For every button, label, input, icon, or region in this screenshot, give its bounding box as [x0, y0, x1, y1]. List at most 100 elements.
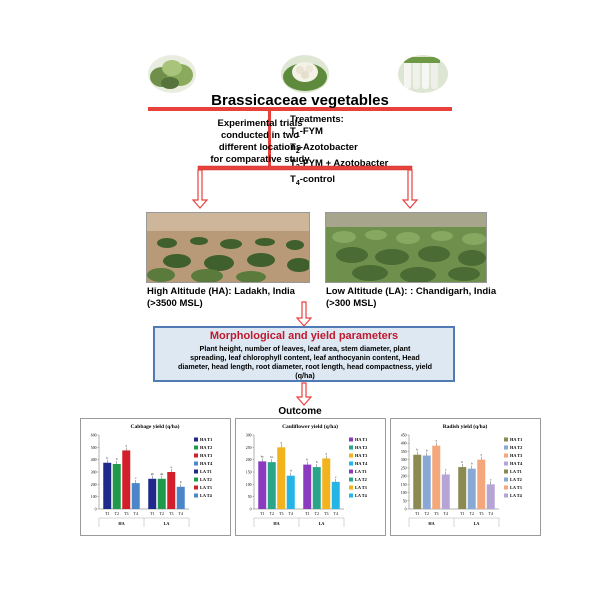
significance-letter: d: [290, 469, 292, 473]
y-tick-label: 300: [246, 434, 252, 438]
significance-letter: c: [135, 476, 137, 480]
significance-letter: ab: [151, 472, 154, 476]
high-altitude-field-image: [147, 213, 309, 282]
legend-label: HA T1: [510, 437, 522, 442]
legend-label: LA T2: [355, 477, 367, 482]
bar: [458, 467, 467, 509]
vertical-divider: [268, 111, 271, 166]
category-label: T3: [324, 511, 328, 516]
bar: [467, 468, 476, 509]
y-tick-label: 200: [246, 458, 252, 462]
category-label: T4: [289, 511, 293, 516]
y-tick-label: 150: [246, 471, 252, 475]
y-tick-label: 400: [91, 458, 97, 462]
parameters-box: Morphological and yield parameters Plant…: [153, 326, 455, 382]
y-tick-label: 150: [401, 483, 407, 487]
legend-label: HA T2: [355, 445, 367, 450]
category-label: T2: [270, 511, 274, 516]
cauliflower-image: [281, 55, 329, 93]
legend-swatch: [194, 477, 198, 482]
chart-title: Cabbage yield (q/ha): [131, 423, 180, 430]
significance-letter: a: [126, 443, 128, 447]
group-label: LA: [319, 521, 325, 526]
group-label: LA: [164, 521, 170, 526]
significance-letter: b: [316, 460, 318, 464]
legend-label: LA T4: [510, 493, 523, 498]
title-bar: [148, 107, 452, 111]
group-label: HA: [428, 521, 434, 526]
significance-letter: b: [461, 460, 463, 464]
category-label: T1: [460, 511, 464, 516]
category-label: T3: [479, 511, 483, 516]
parameters-title: Morphological and yield parameters: [209, 330, 399, 342]
significance-letter: bc: [270, 455, 274, 459]
legend-swatch: [349, 485, 353, 490]
group-label: HA: [273, 521, 279, 526]
cauliflower-yield-chart: Cauliflower yield (q/ha)0501001502002503…: [246, 423, 368, 527]
y-tick-label: 100: [401, 491, 407, 495]
bar: [176, 486, 185, 509]
significance-letter: c: [445, 467, 447, 471]
bar: [258, 461, 267, 509]
legend-label: HA T3: [355, 453, 367, 458]
category-label: T3: [279, 511, 283, 516]
significance-letter: b: [106, 456, 108, 460]
bar: [267, 462, 276, 509]
category-label: T2: [315, 511, 319, 516]
legend-swatch: [349, 477, 353, 482]
category-label: T1: [305, 511, 309, 516]
category-label: T2: [160, 511, 164, 516]
bar: [167, 472, 176, 509]
bar: [422, 455, 431, 509]
significance-letter: bc: [261, 454, 265, 458]
legend-swatch: [504, 453, 508, 458]
legend-swatch: [504, 437, 508, 442]
radish-yield-chart: Radish yield (q/ha)050100150200250300350…: [401, 423, 523, 527]
chart-title: Cauliflower yield (q/ha): [282, 423, 338, 430]
legend-label: HA T4: [355, 461, 368, 466]
bar: [148, 478, 157, 509]
legend-label: LA T4: [355, 493, 368, 498]
legend-label: HA T2: [510, 445, 522, 450]
group-label: LA: [474, 521, 480, 526]
y-tick-label: 500: [91, 446, 97, 450]
legend-swatch: [349, 453, 353, 458]
y-tick-label: 350: [401, 450, 407, 454]
significance-letter: a: [326, 451, 328, 455]
legend-label: LA T3: [200, 485, 212, 490]
y-tick-label: 0: [405, 508, 407, 512]
legend-swatch: [194, 485, 198, 490]
y-tick-label: 100: [246, 483, 252, 487]
legend-swatch: [194, 437, 198, 442]
group-label: HA: [118, 521, 124, 526]
legend-swatch: [349, 469, 353, 474]
legend-swatch: [349, 437, 353, 442]
category-label: T4: [489, 511, 493, 516]
legend-swatch: [504, 461, 508, 466]
bar: [286, 475, 295, 509]
outcome-label: Outcome: [278, 406, 322, 417]
legend-swatch: [194, 461, 198, 466]
experiment-description: Experimental trials conducted in two dif…: [210, 118, 310, 165]
significance-letter: c: [490, 477, 492, 481]
bar: [112, 463, 121, 509]
y-tick-label: 0: [95, 508, 97, 512]
bar: [312, 467, 321, 509]
chart-title: Radish yield (q/ha): [443, 423, 488, 430]
y-tick-label: 50: [403, 499, 407, 503]
category-label: T2: [470, 511, 474, 516]
y-tick-label: 100: [91, 495, 97, 499]
category-label: T1: [105, 511, 109, 516]
legend-label: LA T2: [510, 477, 522, 482]
y-tick-label: 600: [91, 434, 97, 438]
bar: [486, 484, 495, 509]
y-tick-label: 250: [246, 446, 252, 450]
category-label: T4: [444, 511, 448, 516]
bar: [122, 450, 131, 509]
legend-label: HA T3: [200, 453, 212, 458]
y-tick-label: 450: [401, 434, 407, 438]
